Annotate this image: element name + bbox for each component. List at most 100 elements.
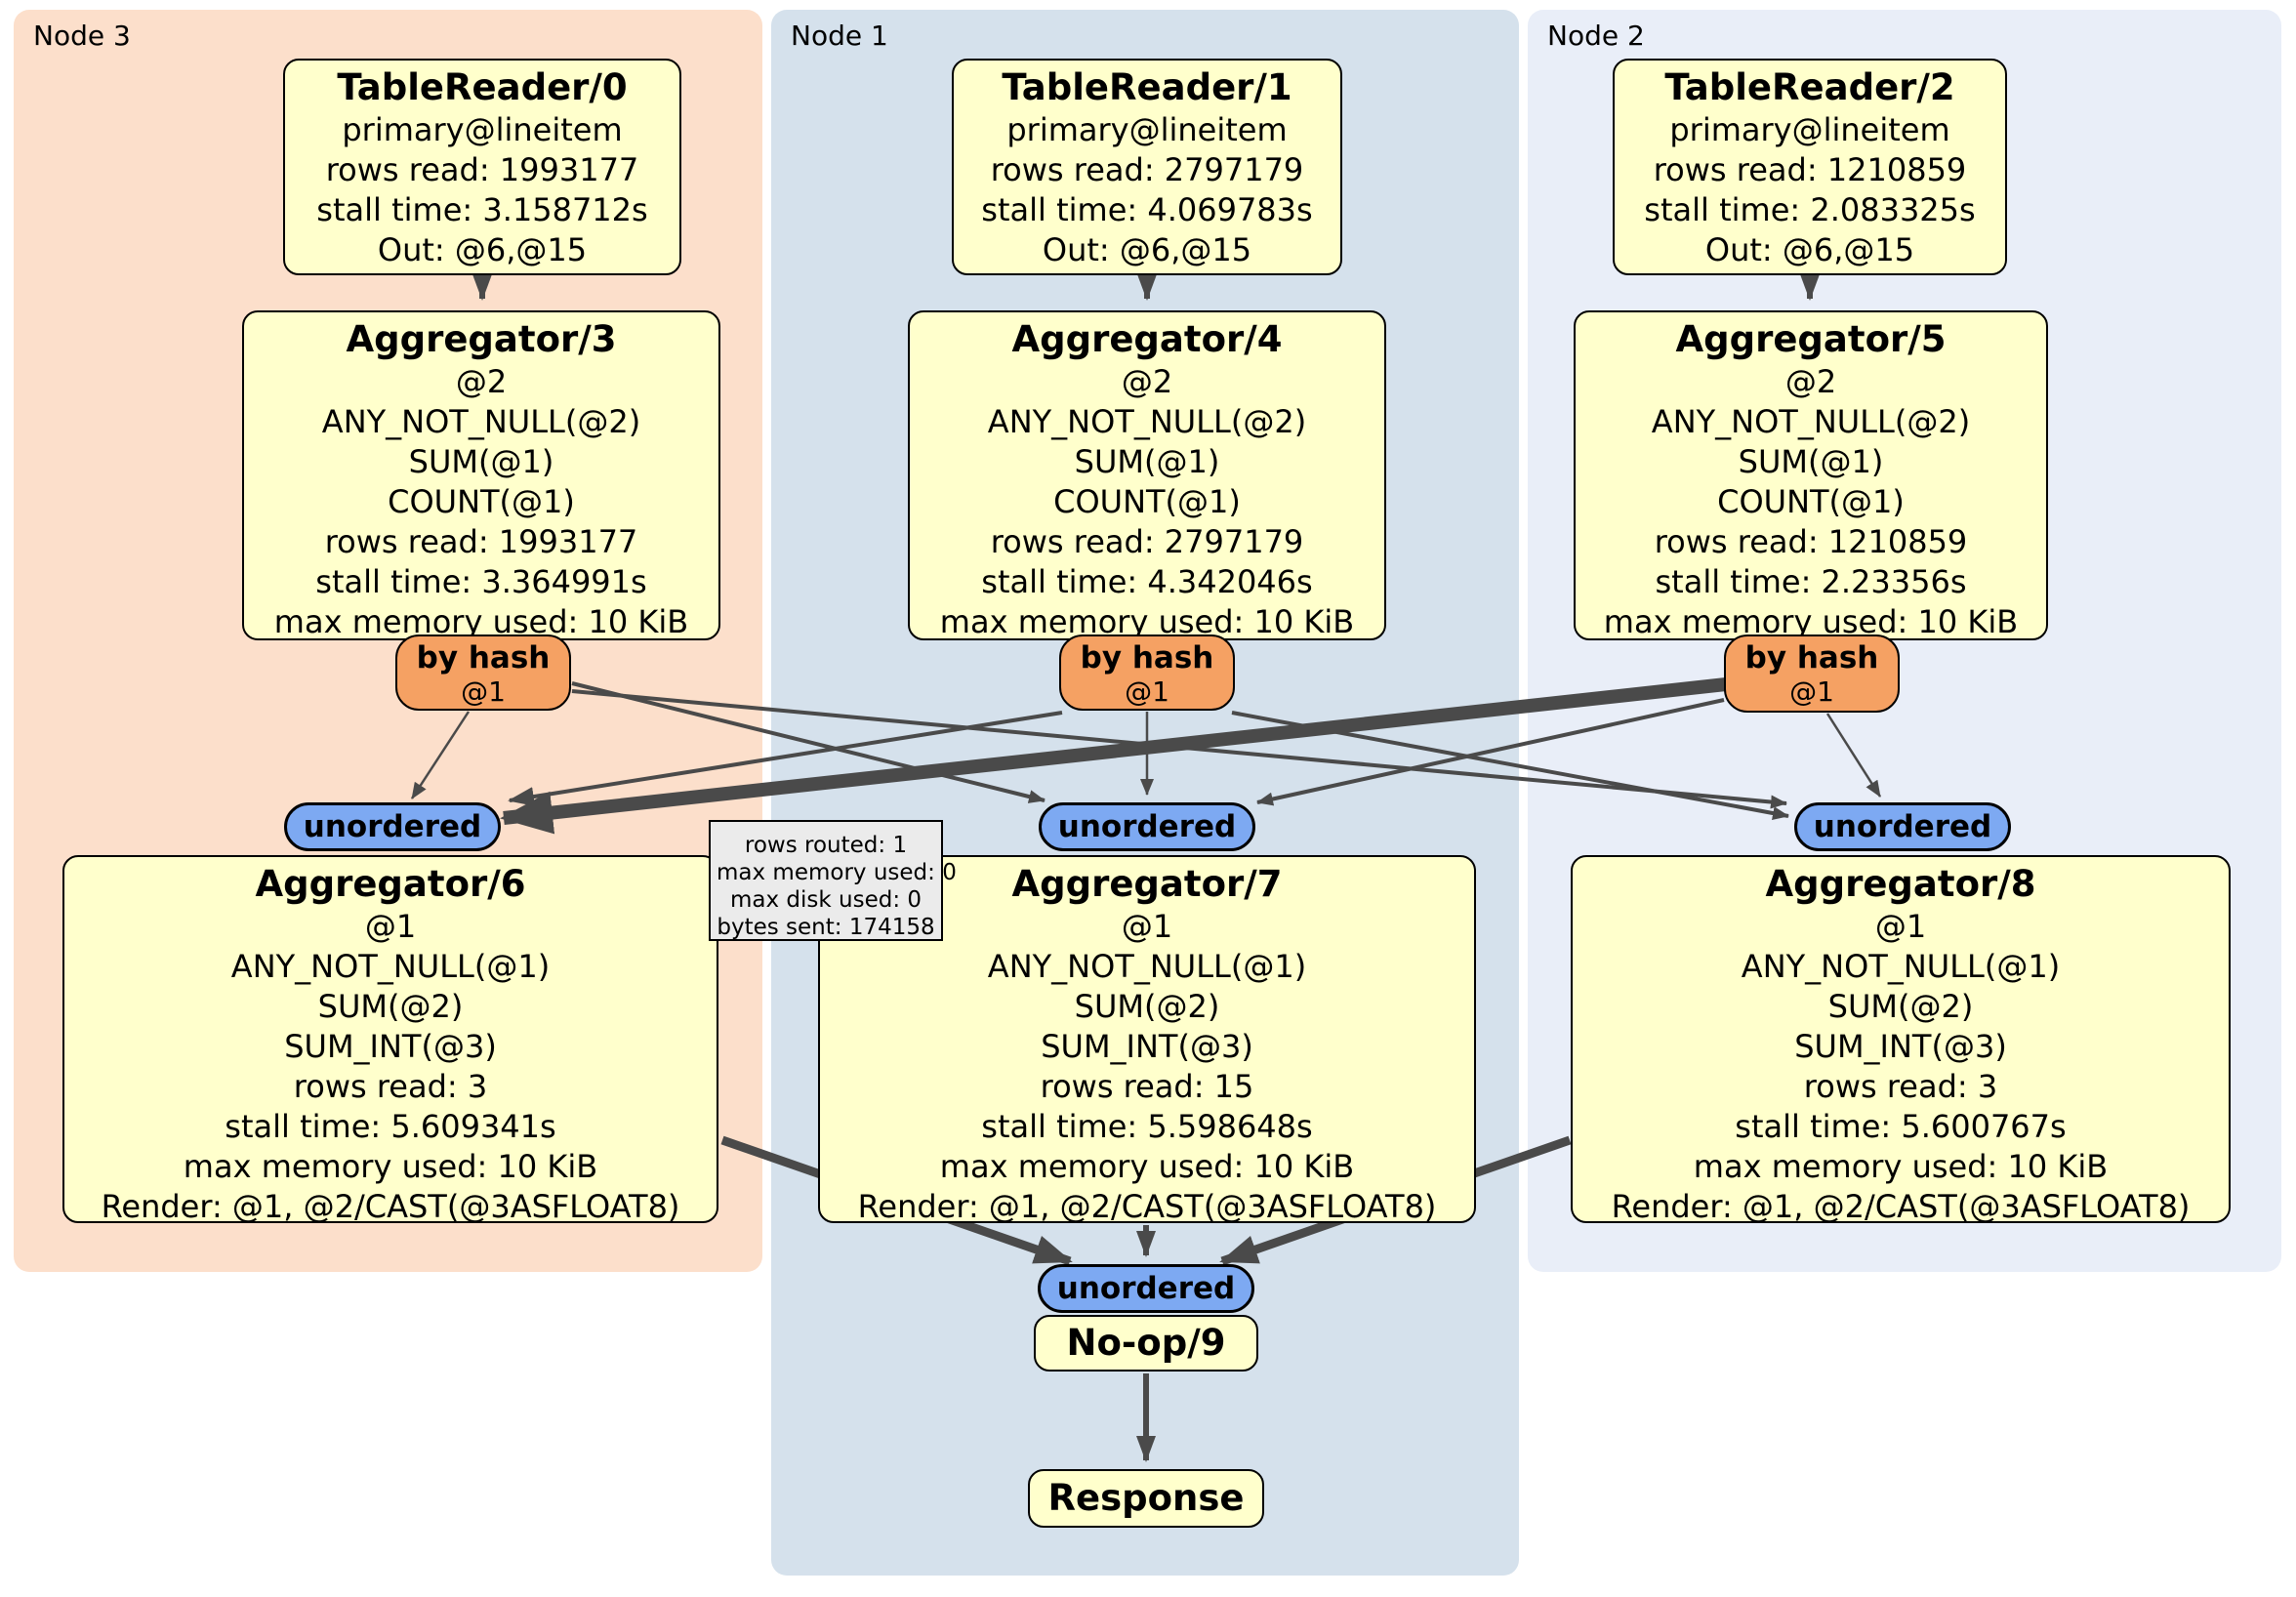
node-detail-line: ANY_NOT_NULL(@2)	[321, 403, 641, 440]
edge-byhash4-sync-left	[508, 711, 1063, 806]
node-detail-line: max memory used: 10 KiB	[1603, 603, 2019, 640]
node-detail-line: rows read: 15	[1040, 1068, 1254, 1105]
node-title: TableReader/2	[1664, 66, 1955, 108]
node-detail-line: Render: @1, @2/CAST(@3ASFLOAT8)	[101, 1188, 680, 1225]
aggregator-6-node[interactable]: Aggregator/6 @1 ANY_NOT_NULL(@1) SUM(@2)…	[62, 855, 718, 1225]
node-detail-line: Out: @6,@15	[1042, 231, 1252, 268]
sync-label: unordered	[1813, 809, 1992, 844]
node-detail-line: max memory used: 10 KiB	[1693, 1148, 2109, 1185]
node-title: No-op/9	[1066, 1322, 1226, 1364]
node-detail-line: rows read: 1993177	[324, 523, 638, 560]
node-detail-line: max memory used: 10 KiB	[273, 603, 689, 640]
node-detail-line: SUM(@1)	[408, 443, 554, 480]
node1-label: Node 1	[791, 20, 888, 52]
node-detail-line: stall time: 2.23356s	[1655, 563, 1967, 600]
node-detail-line: @2	[1121, 363, 1173, 400]
node-detail-line: max memory used: 10 KiB	[939, 1148, 1355, 1185]
node-detail-line: @1	[364, 908, 417, 945]
tooltip-line: rows routed: 1	[744, 833, 908, 858]
node-title: Response	[1047, 1477, 1245, 1519]
edge-byhash3-sync-mid	[571, 681, 1046, 803]
router-detail: @1	[1125, 676, 1169, 708]
node-detail-line: ANY_NOT_NULL(@2)	[1651, 403, 1971, 440]
tablereader-0-node[interactable]: TableReader/0 primary@lineitem rows read…	[283, 59, 681, 275]
node-detail-line: primary@lineitem	[1006, 111, 1288, 148]
node-detail-line: SUM_INT(@3)	[1794, 1028, 2007, 1065]
sync-label: unordered	[1057, 809, 1237, 844]
node-detail-line: Out: @6,@15	[377, 231, 588, 268]
node-title: Aggregator/6	[255, 863, 526, 905]
edge-byhash5-sync-mid	[1256, 698, 1725, 806]
router-detail: @1	[1789, 676, 1834, 708]
node-detail-line: rows read: 1210859	[1653, 151, 1967, 188]
aggregator-4-node[interactable]: Aggregator/4 @2 ANY_NOT_NULL(@2) SUM(@1)…	[908, 310, 1386, 640]
node-detail-line: COUNT(@1)	[1717, 483, 1905, 520]
edge-byhash5-sync-left	[500, 677, 1727, 835]
node-detail-line: stall time: 4.342046s	[981, 563, 1313, 600]
router-label: by hash	[1080, 640, 1214, 676]
node-detail-line: Out: @6,@15	[1704, 231, 1915, 268]
tooltip-line: bytes sent: 174158	[717, 915, 935, 940]
node-detail-line: SUM(@2)	[1074, 988, 1220, 1025]
node-detail-line: ANY_NOT_NULL(@1)	[230, 948, 551, 985]
node-detail-line: SUM_INT(@3)	[1041, 1028, 1253, 1065]
node-detail-line: max memory used: 10 KiB	[183, 1148, 598, 1185]
node-detail-line: stall time: 3.158712s	[316, 191, 648, 228]
aggregator-5-node[interactable]: Aggregator/5 @2 ANY_NOT_NULL(@2) SUM(@1)…	[1574, 310, 2048, 640]
node-detail-line: ANY_NOT_NULL(@2)	[987, 403, 1307, 440]
byhash-router-4[interactable]: by hash @1	[1059, 635, 1235, 711]
node-detail-line: max memory used: 10 KiB	[939, 603, 1355, 640]
unordered-sync-bottom[interactable]: unordered	[1038, 1264, 1254, 1313]
tablereader-1-node[interactable]: TableReader/1 primary@lineitem rows read…	[952, 59, 1342, 275]
router-detail: @1	[461, 676, 506, 708]
node-detail-line: SUM(@2)	[317, 988, 464, 1025]
node3-label: Node 3	[33, 20, 131, 52]
node-detail-line: @2	[1784, 363, 1837, 400]
node-detail-line: stall time: 5.598648s	[981, 1108, 1313, 1145]
sync-label: unordered	[1056, 1271, 1236, 1306]
node2-label: Node 2	[1547, 20, 1645, 52]
unordered-sync-right[interactable]: unordered	[1794, 802, 2011, 851]
unordered-sync-left[interactable]: unordered	[284, 802, 501, 851]
node-detail-line: @2	[455, 363, 508, 400]
byhash-router-5[interactable]: by hash @1	[1724, 635, 1900, 713]
node-title: Aggregator/7	[1011, 863, 1283, 905]
node-detail-line: SUM(@2)	[1827, 988, 1974, 1025]
node-detail-line: COUNT(@1)	[388, 483, 575, 520]
node-detail-line: SUM(@1)	[1074, 443, 1220, 480]
tablereader-2-node[interactable]: TableReader/2 primary@lineitem rows read…	[1613, 59, 2007, 275]
aggregator-3-node[interactable]: Aggregator/3 @2 ANY_NOT_NULL(@2) SUM(@1)…	[242, 310, 720, 640]
node-detail-line: rows read: 1993177	[325, 151, 639, 188]
aggregator-8-node[interactable]: Aggregator/8 @1 ANY_NOT_NULL(@1) SUM(@2)…	[1571, 855, 2231, 1225]
edge-byhash5-sync-right	[1825, 713, 1882, 798]
node-detail-line: rows read: 3	[1803, 1068, 1998, 1105]
node-detail-line: stall time: 2.083325s	[1644, 191, 1976, 228]
router-label: by hash	[1744, 640, 1879, 676]
node-title: TableReader/0	[337, 66, 628, 108]
node-detail-line: COUNT(@1)	[1053, 483, 1241, 520]
tooltip-line: max memory used: 0	[717, 860, 957, 885]
node-detail-line: ANY_NOT_NULL(@1)	[1741, 948, 2061, 985]
node-detail-line: stall time: 5.609341s	[225, 1108, 556, 1145]
node-title: Aggregator/4	[1011, 318, 1283, 360]
unordered-sync-mid[interactable]: unordered	[1039, 802, 1255, 851]
node-detail-line: rows read: 3	[293, 1068, 488, 1105]
node-detail-line: SUM_INT(@3)	[284, 1028, 497, 1065]
node-detail-line: rows read: 1210859	[1654, 523, 1968, 560]
node-detail-line: primary@lineitem	[1669, 111, 1950, 148]
node-detail-line: ANY_NOT_NULL(@1)	[987, 948, 1307, 985]
node-detail-line: @1	[1121, 908, 1173, 945]
node-title: Aggregator/8	[1765, 863, 2036, 905]
edge-stats-tooltip: rows routed: 1 max memory used: 0 max di…	[709, 820, 957, 941]
node-detail-line: stall time: 5.600767s	[1735, 1108, 2067, 1145]
noop-9-node[interactable]: No-op/9	[1034, 1315, 1258, 1372]
node-detail-line: SUM(@1)	[1738, 443, 1884, 480]
node-title: TableReader/1	[1002, 66, 1292, 108]
node-detail-line: stall time: 3.364991s	[315, 563, 647, 600]
response-node[interactable]: Response	[1028, 1469, 1264, 1528]
node-detail-line: rows read: 2797179	[990, 151, 1304, 188]
byhash-router-3[interactable]: by hash @1	[395, 635, 571, 711]
router-label: by hash	[416, 640, 551, 676]
sync-label: unordered	[303, 809, 482, 844]
edge-byhash3-sync-left	[410, 711, 471, 799]
